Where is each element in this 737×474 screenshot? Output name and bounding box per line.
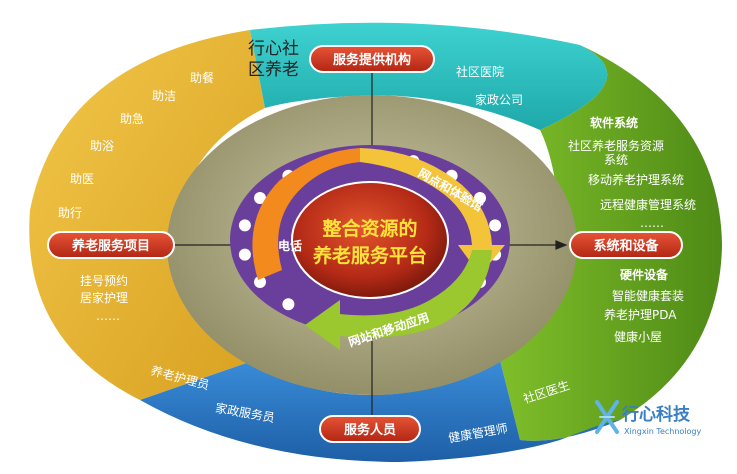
right-software-1b: 系统 [604, 153, 628, 167]
pill-left: 养老服务项目 [47, 231, 175, 259]
left-item-clean: 助洁 [152, 89, 176, 103]
left-item-walk: 助行 [58, 206, 82, 220]
top-item-hospital: 社区医院 [456, 64, 504, 79]
left-item-appointment: 挂号预约 [80, 273, 128, 288]
arrow-orange [252, 148, 360, 280]
pill-bottom: 服务人员 [319, 415, 421, 443]
right-hardware-1: 智能健康套装 [612, 288, 684, 303]
arrow-yellow [360, 148, 505, 275]
right-software-ellipsis: …… [640, 216, 664, 230]
pill-top-label: 服务提供机构 [333, 52, 411, 68]
right-hardware-2: 养老护理PDA [604, 307, 677, 322]
pill-right-label: 系统和设备 [593, 238, 659, 254]
ring-dot [282, 298, 295, 311]
left-item-emergency: 助急 [120, 111, 144, 126]
bottom-segment [140, 360, 620, 462]
pill-left-label: 养老服务项目 [71, 238, 150, 254]
ring-dot [474, 192, 486, 204]
left-item-medical: 助医 [70, 172, 94, 186]
center-line2: 养老服务平台 [312, 244, 427, 267]
right-software-1a: 社区养老服务资源 [568, 138, 664, 153]
logo-subtitle: Xingxin Technology [624, 427, 702, 436]
center-circle [291, 181, 449, 299]
left-item-ellipsis: …… [96, 309, 120, 323]
pill-right: 系统和设备 [569, 231, 683, 259]
top-item-housekeeping: 家政公司 [475, 92, 523, 107]
right-software-3: 远程健康管理系统 [600, 197, 696, 212]
logo-name: 行心科技 [621, 404, 691, 425]
logo: 行心科技 Xingxin Technology [595, 400, 702, 436]
top-left-label-line2: 区养老 [248, 60, 299, 80]
left-item-meal: 助餐 [190, 70, 214, 85]
top-left-label-line1: 行心社 [248, 39, 299, 59]
logo-icon [595, 400, 619, 434]
ring-dot [254, 276, 266, 288]
right-hardware-header: 硬件设备 [620, 267, 669, 282]
ring-dot [238, 248, 251, 261]
ring-dot [238, 219, 251, 232]
center-line1: 整合资源的 [322, 217, 417, 240]
right-software-2: 移动养老护理系统 [588, 172, 684, 187]
left-item-bath: 助浴 [90, 139, 114, 153]
pill-bottom-label: 服务人员 [344, 422, 396, 438]
left-segment [29, 30, 265, 400]
arrow-green [305, 250, 492, 350]
ring-dot [254, 192, 266, 204]
ring-label-phone: 电话 [278, 238, 302, 253]
right-hardware-3: 健康小屋 [614, 329, 662, 344]
pill-top: 服务提供机构 [309, 45, 435, 73]
ring-dot [489, 219, 502, 232]
left-item-homecare: 居家护理 [80, 290, 128, 305]
right-software-header: 软件系统 [590, 115, 638, 130]
